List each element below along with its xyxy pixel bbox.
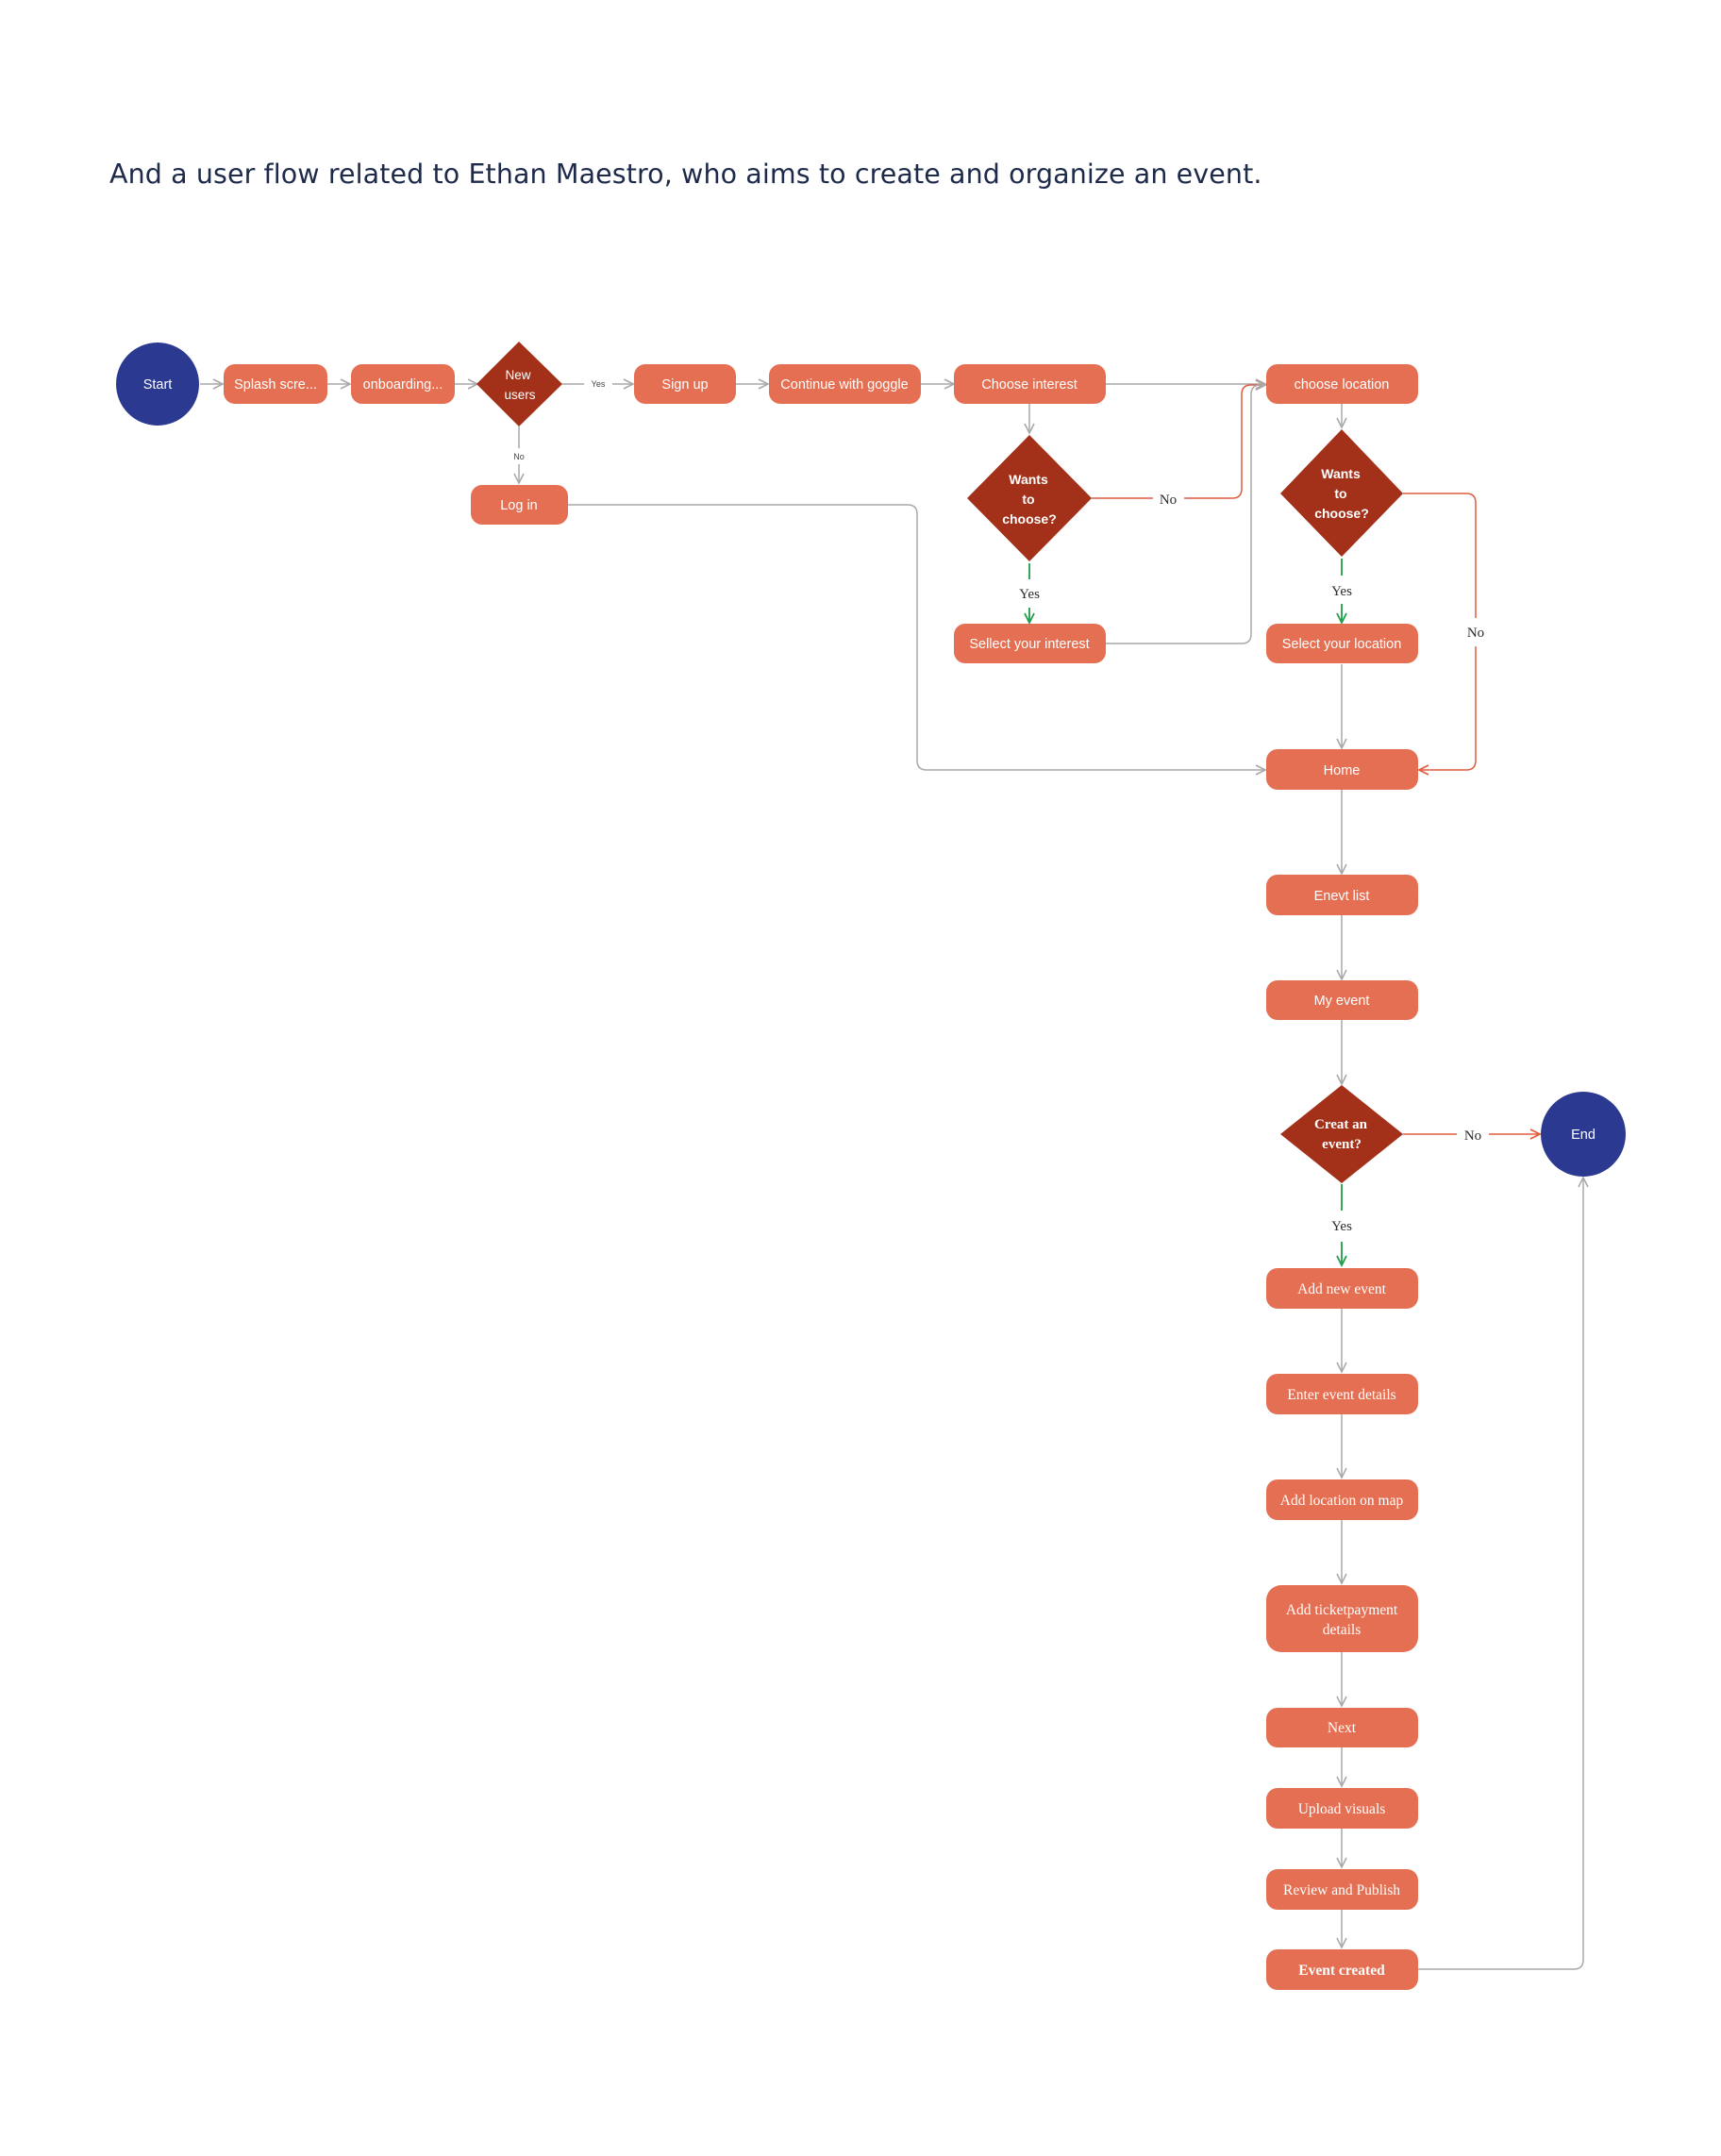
edge-location-no-b	[1416, 646, 1477, 776]
add-new-event-label: Add new event	[1297, 1281, 1387, 1297]
next-node[interactable]: Next	[1266, 1708, 1418, 1747]
new-users-label-line1: New	[505, 368, 530, 382]
enter-event-details-node[interactable]: Enter event details	[1266, 1374, 1418, 1414]
label-interest-yes: Yes	[1019, 587, 1040, 602]
wants-location-label-line3: choose?	[1314, 506, 1369, 521]
select-interest-node[interactable]: Sellect your interest	[954, 624, 1106, 663]
continue-google-label: Continue with goggle	[780, 377, 908, 393]
wants-interest-label-line2: to	[1022, 492, 1034, 507]
review-publish-node[interactable]: Review and Publish	[1266, 1869, 1418, 1910]
select-location-node[interactable]: Select your location	[1266, 624, 1418, 663]
signup-label: Sign up	[661, 377, 708, 393]
wants-interest-label-line1: Wants	[1009, 472, 1048, 487]
event-list-label: Enevt list	[1314, 889, 1370, 904]
splash-screen-node[interactable]: Splash scre...	[224, 364, 327, 404]
add-location-map-label: Add location on map	[1280, 1493, 1404, 1509]
edge-selectinterest-location	[1106, 379, 1267, 644]
wants-interest-label-line3: choose?	[1002, 511, 1057, 526]
label-newusers-no: No	[513, 452, 525, 461]
end-label: End	[1571, 1128, 1596, 1143]
wants-location-label-line1: Wants	[1321, 466, 1361, 481]
splash-screen-label: Splash scre...	[234, 377, 317, 393]
wants-interest-decision[interactable]: Wants to choose?	[967, 435, 1092, 561]
new-users-label-line2: users	[504, 388, 535, 402]
label-create-no: No	[1464, 1128, 1481, 1144]
label-newusers-yes: Yes	[592, 379, 606, 389]
continue-google-node[interactable]: Continue with goggle	[769, 364, 921, 404]
signup-node[interactable]: Sign up	[634, 364, 736, 404]
next-label: Next	[1328, 1720, 1357, 1736]
label-interest-no: No	[1160, 493, 1177, 508]
edge-login-home	[568, 504, 1267, 776]
select-location-label: Select your location	[1282, 637, 1402, 652]
add-location-map-node[interactable]: Add location on map	[1266, 1479, 1418, 1520]
event-list-node[interactable]: Enevt list	[1266, 875, 1418, 915]
choose-location-node[interactable]: choose location	[1266, 364, 1418, 404]
start-label: Start	[143, 377, 173, 393]
add-new-event-node[interactable]: Add new event	[1266, 1268, 1418, 1309]
login-label: Log in	[500, 498, 538, 513]
choose-interest-node[interactable]: Choose interest	[954, 364, 1106, 404]
edge-location-no-a	[1403, 493, 1477, 618]
login-node[interactable]: Log in	[471, 485, 568, 525]
create-event-label-line2: event?	[1322, 1137, 1362, 1152]
add-ticket-payment-label-line2: details	[1323, 1622, 1361, 1638]
add-ticket-payment-label-line1: Add ticketpayment	[1286, 1602, 1398, 1618]
event-created-node[interactable]: Event created	[1266, 1949, 1418, 1990]
label-location-no: No	[1467, 626, 1484, 641]
onboarding-label: onboarding...	[363, 377, 443, 393]
upload-visuals-node[interactable]: Upload visuals	[1266, 1788, 1418, 1829]
page-heading: And a user flow related to Ethan Maestro…	[109, 159, 1262, 190]
upload-visuals-label: Upload visuals	[1298, 1801, 1386, 1817]
choose-location-label: choose location	[1295, 377, 1390, 393]
home-label: Home	[1324, 763, 1361, 778]
edge-created-end	[1417, 1176, 1589, 1970]
review-publish-label: Review and Publish	[1283, 1882, 1400, 1898]
new-users-decision[interactable]: New users	[476, 342, 562, 426]
select-interest-label: Sellect your interest	[969, 637, 1089, 652]
create-event-label-line1: Creat an	[1314, 1117, 1368, 1132]
home-node[interactable]: Home	[1266, 749, 1418, 790]
add-ticket-payment-node[interactable]: Add ticketpayment details	[1266, 1585, 1418, 1652]
create-event-decision[interactable]: Creat an event?	[1280, 1085, 1403, 1183]
label-location-yes: Yes	[1331, 584, 1352, 599]
enter-event-details-label: Enter event details	[1287, 1387, 1395, 1403]
my-event-label: My event	[1314, 994, 1370, 1009]
wants-location-label-line2: to	[1334, 486, 1346, 501]
my-event-node[interactable]: My event	[1266, 980, 1418, 1020]
wants-location-decision[interactable]: Wants to choose?	[1280, 429, 1403, 557]
start-node[interactable]: Start	[116, 343, 199, 426]
end-node[interactable]: End	[1541, 1092, 1626, 1177]
label-create-yes: Yes	[1331, 1219, 1352, 1234]
edge-interest-no-b	[1184, 379, 1268, 499]
onboarding-node[interactable]: onboarding...	[351, 364, 455, 404]
choose-interest-label: Choose interest	[981, 377, 1078, 393]
event-created-label: Event created	[1298, 1963, 1385, 1979]
